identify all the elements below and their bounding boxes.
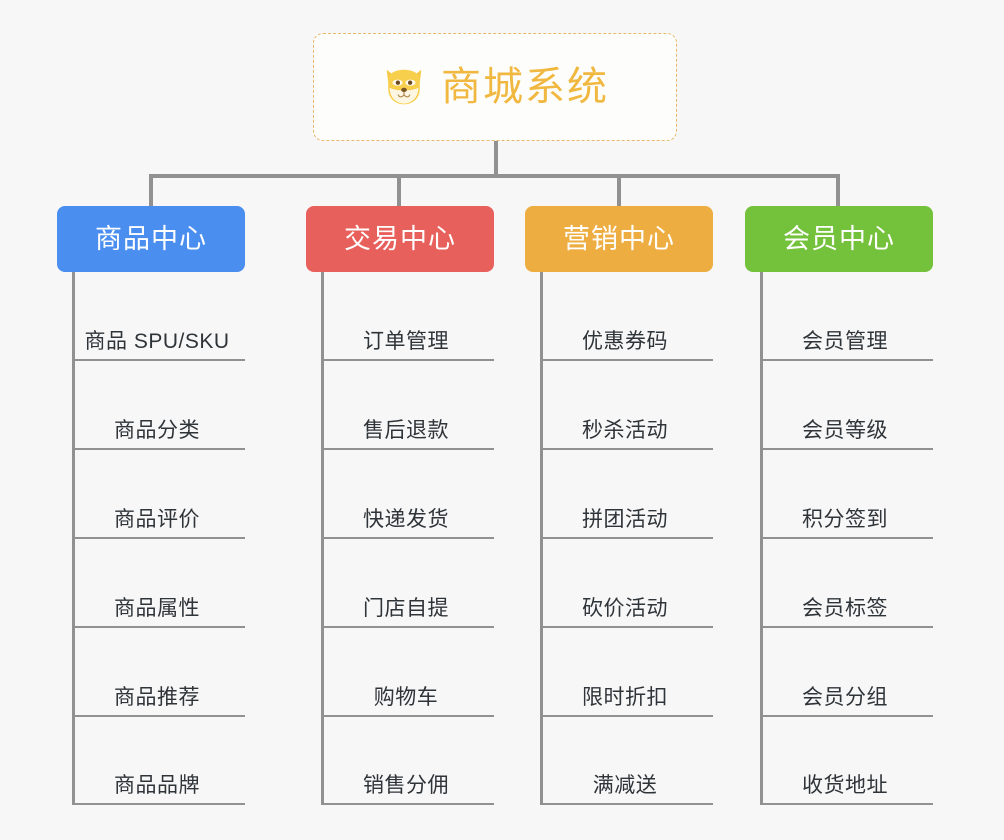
category-column-4: 会员中心 会员管理 会员等级 积分签到 会员标签 会员分组 收货地址 <box>745 206 933 805</box>
leaf-label: 订单管理 <box>363 329 449 353</box>
category-box-1[interactable]: 商品中心 <box>57 206 245 272</box>
list-item[interactable]: 快递发货 <box>324 450 494 539</box>
list-item[interactable]: 门店自提 <box>324 539 494 628</box>
list-item[interactable]: 商品评价 <box>75 450 245 539</box>
list-item[interactable]: 收货地址 <box>763 717 933 805</box>
leaf-label: 会员管理 <box>802 329 888 353</box>
list-item[interactable]: 积分签到 <box>763 450 933 539</box>
leaf-list-2: 订单管理 售后退款 快递发货 门店自提 购物车 销售分佣 <box>321 272 494 805</box>
category-box-4[interactable]: 会员中心 <box>745 206 933 272</box>
leaf-label: 商品 SPU/SKU <box>84 329 230 353</box>
category-label-4: 会员中心 <box>783 223 895 254</box>
leaf-label: 商品推荐 <box>114 685 200 709</box>
list-item[interactable]: 商品品牌 <box>75 717 245 805</box>
leaf-label: 收货地址 <box>802 773 888 797</box>
connector-drop-1 <box>149 174 153 208</box>
root-title: 商城系统 <box>441 65 609 109</box>
list-item[interactable]: 商品属性 <box>75 539 245 628</box>
category-column-3: 营销中心 优惠券码 秒杀活动 拼团活动 砍价活动 限时折扣 满减送 <box>525 206 713 805</box>
category-label-2: 交易中心 <box>344 223 456 254</box>
list-item[interactable]: 订单管理 <box>324 272 494 361</box>
leaf-label: 销售分佣 <box>363 773 449 797</box>
leaf-label: 商品品牌 <box>114 773 200 797</box>
list-item[interactable]: 会员等级 <box>763 361 933 450</box>
leaf-label: 会员等级 <box>802 418 888 442</box>
category-label-1: 商品中心 <box>95 223 207 254</box>
leaf-label: 积分签到 <box>802 507 888 531</box>
leaf-label: 快递发货 <box>363 507 449 531</box>
list-item[interactable]: 会员管理 <box>763 272 933 361</box>
list-item[interactable]: 商品 SPU/SKU <box>75 272 245 361</box>
list-item[interactable]: 优惠券码 <box>543 272 713 361</box>
category-label-3: 营销中心 <box>563 223 675 254</box>
list-item[interactable]: 会员分组 <box>763 628 933 717</box>
list-item[interactable]: 购物车 <box>324 628 494 717</box>
leaf-list-3: 优惠券码 秒杀活动 拼团活动 砍价活动 限时折扣 满减送 <box>540 272 713 805</box>
list-item[interactable]: 满减送 <box>543 717 713 805</box>
leaf-label: 会员标签 <box>802 596 888 620</box>
connector-drop-4 <box>836 174 840 208</box>
leaf-label: 会员分组 <box>802 685 888 709</box>
leaf-label: 秒杀活动 <box>582 418 668 442</box>
root-node[interactable]: 商城系统 <box>313 33 677 141</box>
leaf-label: 砍价活动 <box>582 596 668 620</box>
category-box-2[interactable]: 交易中心 <box>306 206 494 272</box>
leaf-label: 购物车 <box>373 685 439 709</box>
list-item[interactable]: 会员标签 <box>763 539 933 628</box>
leaf-label: 售后退款 <box>363 418 449 442</box>
leaf-list-1: 商品 SPU/SKU 商品分类 商品评价 商品属性 商品推荐 商品品牌 <box>72 272 245 805</box>
list-item[interactable]: 秒杀活动 <box>543 361 713 450</box>
shiba-dog-face-icon <box>381 64 427 110</box>
category-column-1: 商品中心 商品 SPU/SKU 商品分类 商品评价 商品属性 商品推荐 商品品牌 <box>57 206 245 805</box>
category-column-2: 交易中心 订单管理 售后退款 快递发货 门店自提 购物车 销售分佣 <box>306 206 494 805</box>
connector-drop-2 <box>397 174 401 208</box>
list-item[interactable]: 拼团活动 <box>543 450 713 539</box>
list-item[interactable]: 限时折扣 <box>543 628 713 717</box>
list-item[interactable]: 销售分佣 <box>324 717 494 805</box>
leaf-label: 商品属性 <box>114 596 200 620</box>
category-box-3[interactable]: 营销中心 <box>525 206 713 272</box>
leaf-label: 门店自提 <box>363 596 449 620</box>
list-item[interactable]: 砍价活动 <box>543 539 713 628</box>
connector-root-stem <box>494 141 498 177</box>
leaf-label: 商品分类 <box>114 418 200 442</box>
list-item[interactable]: 售后退款 <box>324 361 494 450</box>
leaf-label: 满减送 <box>592 773 658 797</box>
leaf-label: 商品评价 <box>114 507 200 531</box>
leaf-label: 拼团活动 <box>582 507 668 531</box>
leaf-list-4: 会员管理 会员等级 积分签到 会员标签 会员分组 收货地址 <box>760 272 933 805</box>
leaf-label: 优惠券码 <box>582 329 668 353</box>
connector-horizontal-bus <box>149 174 840 178</box>
connector-drop-3 <box>617 174 621 208</box>
list-item[interactable]: 商品分类 <box>75 361 245 450</box>
list-item[interactable]: 商品推荐 <box>75 628 245 717</box>
leaf-label: 限时折扣 <box>582 685 668 709</box>
